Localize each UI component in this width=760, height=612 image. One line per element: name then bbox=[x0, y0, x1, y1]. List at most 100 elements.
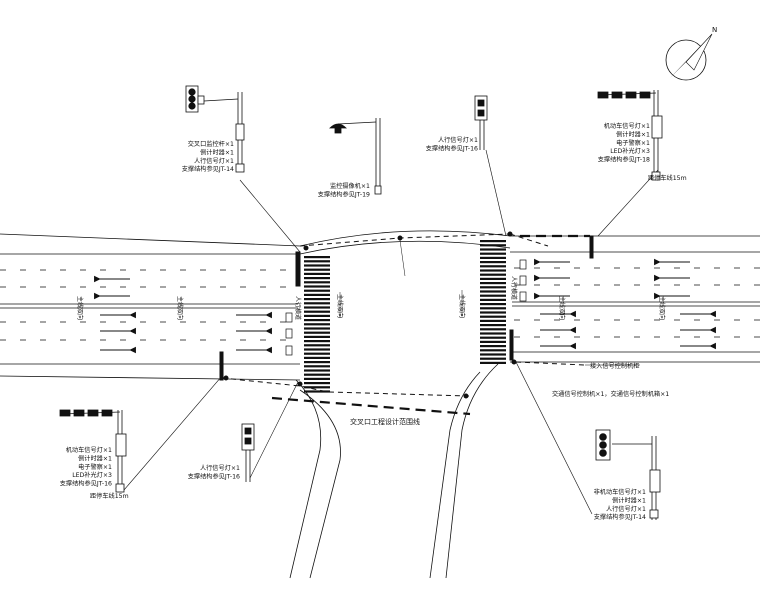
crosswalk-stripe bbox=[480, 286, 506, 289]
crosswalk-stripe bbox=[304, 373, 330, 376]
crosswalk-stripe bbox=[480, 303, 506, 306]
crosswalk-stripe bbox=[304, 340, 330, 343]
road-label: 人行横道 bbox=[294, 296, 302, 320]
callout-labels: 交叉口监控杆×1倒计时器×1人行信号灯×1支撑结构参见JT-14监控摄像机×1支… bbox=[60, 122, 687, 521]
callout-line: 非机动车信号灯×1 bbox=[594, 488, 646, 496]
callout-label: 交叉口工程设计范围线 bbox=[350, 417, 420, 426]
crosswalk-stripe bbox=[304, 382, 330, 385]
crosswalk-stripe bbox=[304, 348, 330, 351]
crosswalk-stripe bbox=[480, 282, 506, 285]
callout-line: 支撑结构参见JT-19 bbox=[318, 190, 370, 198]
crosswalk-stripe bbox=[480, 315, 506, 318]
camera-pole bbox=[329, 118, 382, 195]
crosswalk-stripe bbox=[304, 314, 330, 317]
crosswalk-stripe bbox=[304, 352, 330, 355]
crosswalk-stripe bbox=[304, 293, 330, 296]
cable-lines bbox=[221, 233, 586, 397]
crosswalk-stripe bbox=[304, 289, 330, 292]
callout-label: 交通信号控制机×1，交通信号控制机箱×1 bbox=[552, 390, 669, 398]
signal-pole-top-right bbox=[597, 90, 663, 181]
crosswalk-stripe bbox=[480, 248, 506, 251]
callout-line: 支撑结构参见JT-14 bbox=[182, 165, 234, 173]
crosswalk-stripe bbox=[304, 344, 330, 347]
callout-line: 电子警察×1 bbox=[78, 463, 112, 471]
lane-dividers-west bbox=[0, 269, 296, 341]
crosswalk-stripe bbox=[304, 285, 330, 288]
road-label: 主线双向 bbox=[658, 296, 666, 320]
crosswalk-stripe bbox=[480, 244, 506, 247]
callout-line: 支撑结构参见JT-16 bbox=[60, 480, 112, 488]
crosswalk-stripe bbox=[304, 302, 330, 305]
crosswalk-stripe bbox=[304, 331, 330, 334]
callout-line: 支撑结构参见JT-16 bbox=[188, 472, 240, 480]
callout-line: 倒计时器×1 bbox=[200, 148, 234, 156]
crosswalk-stripe bbox=[304, 356, 330, 359]
callout-line: LED补光灯×3 bbox=[610, 147, 650, 155]
crosswalk-stripe bbox=[304, 335, 330, 338]
lane-arrows bbox=[94, 258, 716, 354]
crosswalk-west bbox=[304, 256, 330, 393]
road-label: 主线双向 bbox=[176, 296, 184, 320]
crosswalk-stripe bbox=[304, 361, 330, 364]
crosswalk-stripe bbox=[304, 377, 330, 380]
crosswalk-stripe bbox=[480, 345, 506, 348]
crosswalk-stripe bbox=[304, 268, 330, 271]
crosswalk-stripe bbox=[480, 332, 506, 335]
callout-line: 电子警察×1 bbox=[616, 139, 650, 147]
north-label: N bbox=[712, 26, 717, 34]
callout-line: 支撑结构参见JT-18 bbox=[598, 156, 650, 164]
crosswalk-stripe bbox=[304, 260, 330, 263]
callout-line: 交叉口监控杆×1 bbox=[188, 140, 234, 148]
crosswalk-stripe bbox=[480, 298, 506, 301]
crosswalk-stripe bbox=[480, 319, 506, 322]
crosswalk-stripe bbox=[304, 390, 330, 393]
crosswalk-stripe bbox=[480, 256, 506, 259]
callout-line: 支撑结构参见JT-14 bbox=[594, 513, 646, 521]
design-boundary bbox=[271, 234, 590, 416]
callout-line: 人行信号灯×1 bbox=[438, 136, 478, 144]
crosswalk-stripe bbox=[480, 252, 506, 255]
signal-pole-bottom-right bbox=[595, 429, 661, 520]
road-label: 主线双向 bbox=[336, 294, 344, 318]
crosswalk-stripe bbox=[304, 369, 330, 372]
crosswalk-stripe bbox=[304, 281, 330, 284]
callout-line: 人行信号灯×1 bbox=[194, 157, 234, 165]
crosswalk-stripe bbox=[304, 298, 330, 301]
crosswalk-stripe bbox=[304, 319, 330, 322]
crosswalk-stripe bbox=[304, 256, 330, 259]
crosswalk-stripe bbox=[480, 261, 506, 264]
callout-line: 机动车信号灯×1 bbox=[604, 122, 650, 130]
crosswalk-stripe bbox=[304, 277, 330, 280]
road-edges bbox=[0, 230, 760, 579]
callout-line: 倒计时器×1 bbox=[616, 130, 650, 138]
crosswalk-stripe bbox=[304, 310, 330, 313]
callout-label: 接入信号控制机柜 bbox=[590, 362, 640, 370]
crosswalk-stripe bbox=[480, 353, 506, 356]
crosswalk-stripe bbox=[480, 328, 506, 331]
crosswalk-stripe bbox=[304, 365, 330, 368]
crosswalk-east bbox=[480, 240, 506, 364]
road-label: 主线双向 bbox=[76, 296, 84, 320]
pedestrian-pole-bottom bbox=[241, 423, 255, 482]
crosswalk-stripe bbox=[480, 357, 506, 360]
crosswalk-stripe bbox=[480, 361, 506, 364]
north-arrow: N bbox=[665, 26, 717, 81]
cabinet-markers bbox=[219, 231, 594, 399]
callout-line: 人行信号灯×1 bbox=[606, 505, 646, 513]
crosswalk-stripe bbox=[304, 327, 330, 330]
crosswalk-stripe bbox=[304, 386, 330, 389]
callout-line: 支撑结构参见JT-16 bbox=[426, 144, 478, 152]
crosswalk-stripe bbox=[304, 323, 330, 326]
stop-line-markers bbox=[285, 259, 527, 356]
crosswalk-stripe bbox=[480, 311, 506, 314]
crosswalk-stripe bbox=[304, 306, 330, 309]
callout-label: 距停车线15m bbox=[90, 492, 129, 500]
leader-lines bbox=[123, 149, 659, 515]
lane-dividers-east bbox=[514, 267, 760, 338]
crosswalk-stripe bbox=[480, 265, 506, 268]
crosswalk-stripe bbox=[480, 273, 506, 276]
center-guides bbox=[339, 239, 463, 318]
crosswalk-stripe bbox=[480, 290, 506, 293]
